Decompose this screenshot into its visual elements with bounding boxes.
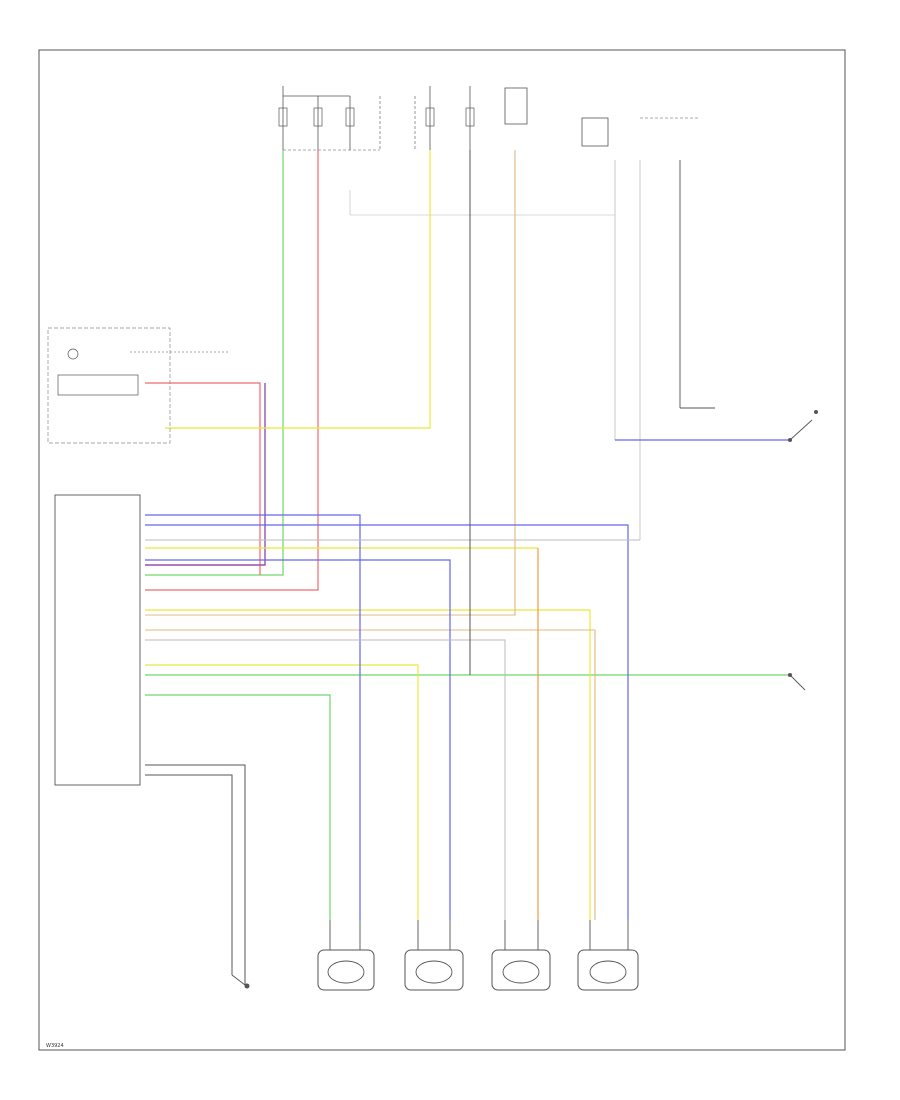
wheel-sensor-rear-left xyxy=(577,920,639,991)
abs-control-unit xyxy=(54,494,141,786)
upper-connector-row xyxy=(349,160,715,540)
wheel-speed-sensor-icon xyxy=(327,960,365,984)
wire-gray xyxy=(145,539,640,920)
ground-icon xyxy=(244,983,250,989)
wire-green xyxy=(145,150,790,920)
wire-red xyxy=(145,150,319,591)
fuse-box-dashboard xyxy=(414,86,528,150)
switch-icon xyxy=(788,673,792,677)
underhood-connector-right xyxy=(581,117,700,147)
wire-tan xyxy=(145,150,596,920)
wheel-speed-sensor-icon xyxy=(589,960,627,984)
diagram-frame xyxy=(38,49,846,1051)
wire-blue xyxy=(145,439,790,920)
wire-purple xyxy=(145,383,266,566)
ground-point xyxy=(231,974,250,989)
wheel-sensor-front-left xyxy=(404,920,464,991)
page-code: W3924 xyxy=(46,1043,64,1049)
indicator-lamp-icon xyxy=(67,348,79,360)
wheel-sensor-rear-right xyxy=(491,920,551,991)
switch-icon xyxy=(814,410,818,414)
wheel-speed-sensor-icon xyxy=(415,960,453,984)
wire-yellow xyxy=(145,150,591,920)
underhood-fuse-box xyxy=(278,86,381,151)
brake-pedal-switch xyxy=(788,410,818,442)
wheel-sensor-front-right xyxy=(317,920,375,991)
gauge-assembly xyxy=(47,327,230,444)
wire-dark xyxy=(145,150,471,985)
parking-brake-switch xyxy=(788,673,806,691)
relay-box xyxy=(504,87,528,125)
wheel-speed-sensor-icon xyxy=(502,960,540,984)
